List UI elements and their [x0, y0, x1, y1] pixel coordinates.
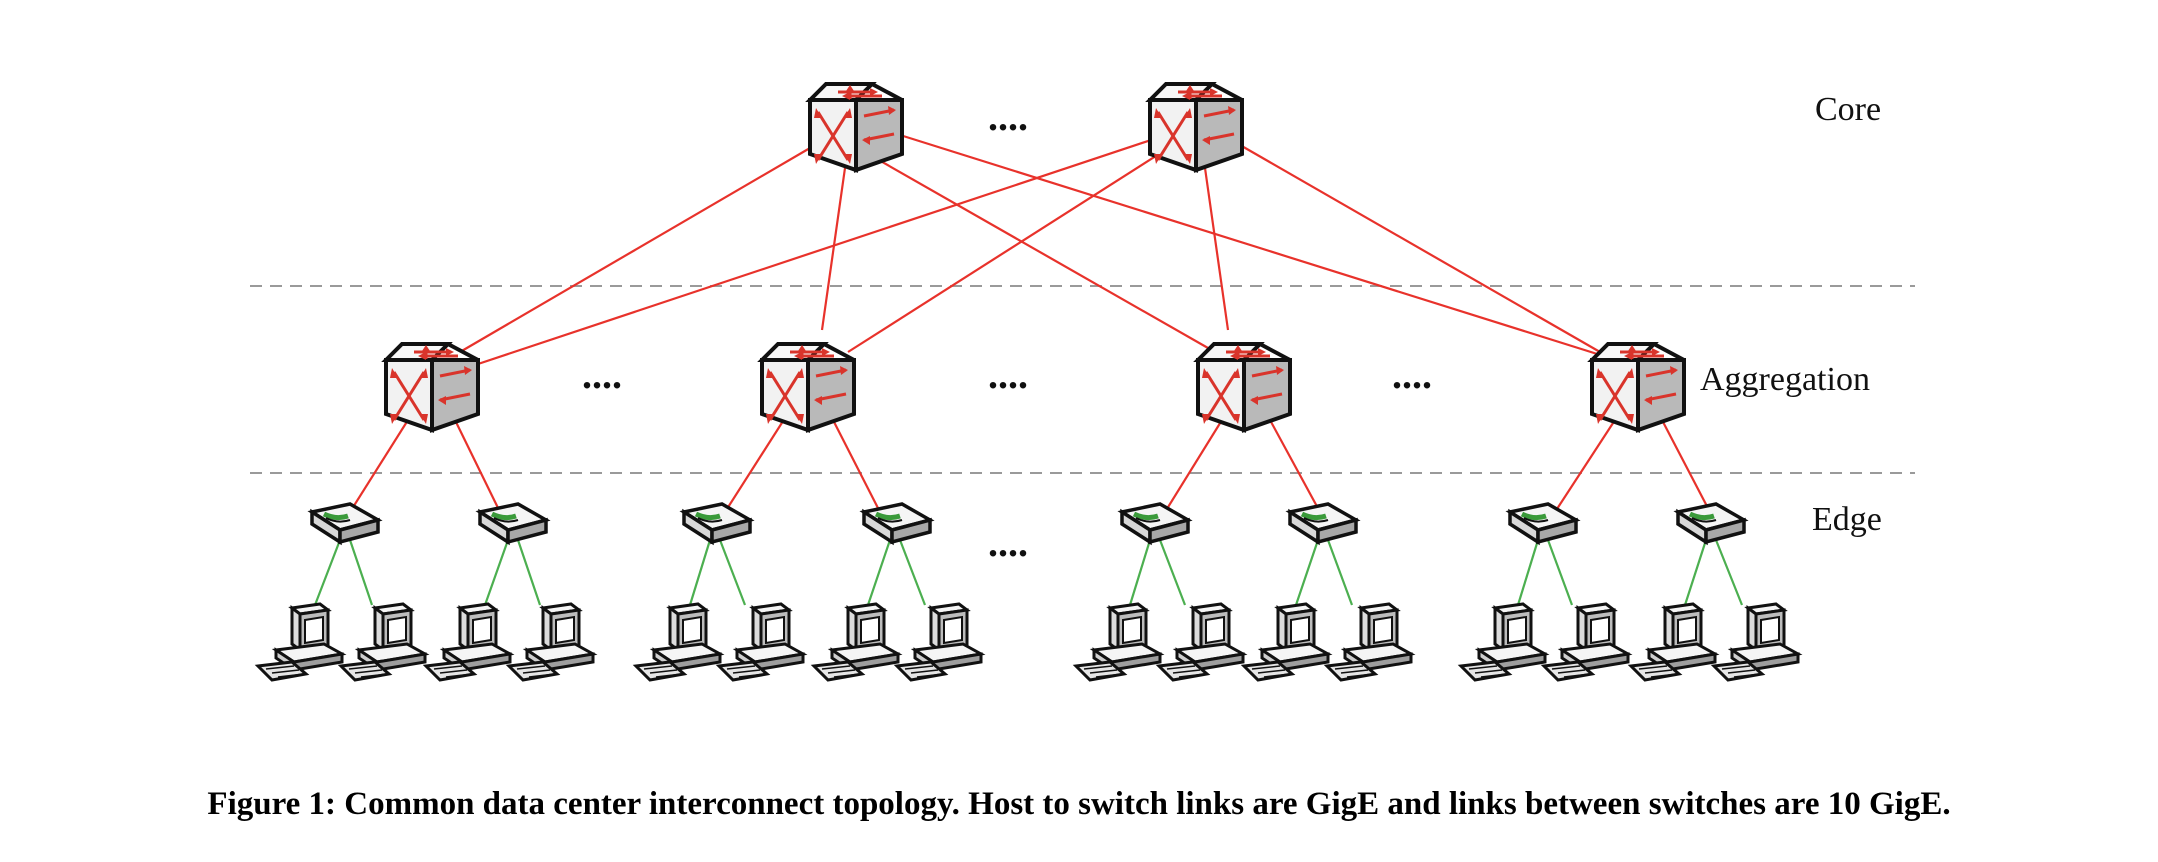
edge-switch-icon [864, 504, 930, 542]
core-switch-icon [1148, 82, 1244, 172]
layer-labels: Core Aggregation Edge [1700, 91, 1882, 538]
link [1203, 167, 1230, 331]
host-computer-icon [424, 602, 512, 682]
aggregation-switch-icon [384, 342, 480, 432]
link [459, 147, 811, 353]
ellipses: .... .... .... .... .... [582, 94, 1432, 565]
link [1554, 419, 1616, 513]
link [483, 539, 510, 606]
link [899, 133, 1611, 360]
aggregation-ellipsis: .... [988, 352, 1028, 397]
link [1269, 419, 1321, 513]
link [831, 417, 881, 513]
aggregation-switches [384, 342, 1686, 432]
layer-label-edge: Edge [1812, 501, 1882, 538]
link [348, 539, 374, 606]
host-computer-icon [339, 602, 427, 682]
edge-switch-icon [312, 504, 378, 542]
link [1164, 419, 1223, 513]
host-computer-icon [812, 602, 900, 682]
host-computer-icon [1157, 602, 1245, 682]
link [516, 539, 542, 606]
layer-label-core: Core [1815, 91, 1881, 128]
edge-switch-icon [480, 504, 546, 542]
core-aggregation-links [459, 133, 1611, 367]
edge-switch-icon [1678, 504, 1744, 542]
host-computer-icon [717, 602, 805, 682]
link [1158, 539, 1187, 606]
aggregation-switch-icon [1196, 342, 1292, 432]
link [820, 167, 847, 331]
link [898, 539, 927, 606]
aggregation-edge-links [349, 417, 1711, 513]
link [1128, 539, 1152, 606]
core-switch-icon [808, 82, 904, 172]
host-computer-icon [1325, 602, 1413, 682]
core-ellipsis: .... [988, 94, 1028, 139]
link [1326, 539, 1354, 606]
edge-host-links [313, 539, 1744, 606]
edge-switches [312, 504, 1744, 542]
host-computer-icon [634, 602, 722, 682]
host-computer-icon [1459, 602, 1547, 682]
link [1516, 539, 1540, 606]
link [1546, 539, 1574, 606]
link [688, 539, 712, 606]
link [1239, 144, 1601, 353]
edge-switch-icon [684, 504, 750, 542]
layer-label-aggregation: Aggregation [1700, 361, 1870, 398]
hosts [256, 602, 1800, 682]
figure-caption: Figure 1: Common data center interconnec… [207, 786, 1951, 822]
link [866, 539, 892, 606]
host-computer-icon [1074, 602, 1162, 682]
aggregation-switch-icon [760, 342, 856, 432]
host-computer-icon [895, 602, 983, 682]
link [454, 419, 501, 513]
aggregation-ellipsis: .... [1392, 352, 1432, 397]
link [724, 417, 786, 513]
link [718, 539, 747, 606]
link [313, 539, 342, 606]
link [349, 419, 409, 513]
link [1683, 539, 1708, 606]
edge-switch-icon [1122, 504, 1188, 542]
link [869, 154, 1216, 353]
link [847, 146, 1171, 353]
link [1714, 539, 1744, 606]
host-computer-icon [1542, 602, 1630, 682]
host-computer-icon [256, 602, 344, 682]
link [1294, 539, 1320, 606]
aggregation-switch-icon [1590, 342, 1686, 432]
aggregation-ellipsis: .... [582, 352, 622, 397]
layer-separators [250, 285, 1915, 474]
host-computer-icon [1712, 602, 1800, 682]
host-computer-icon [1242, 602, 1330, 682]
link [1661, 419, 1711, 513]
edge-ellipsis: .... [988, 520, 1028, 565]
edge-switch-icon [1510, 504, 1576, 542]
link [474, 135, 1161, 367]
host-computer-icon [1629, 602, 1717, 682]
host-computer-icon [507, 602, 595, 682]
edge-switch-icon [1290, 504, 1356, 542]
